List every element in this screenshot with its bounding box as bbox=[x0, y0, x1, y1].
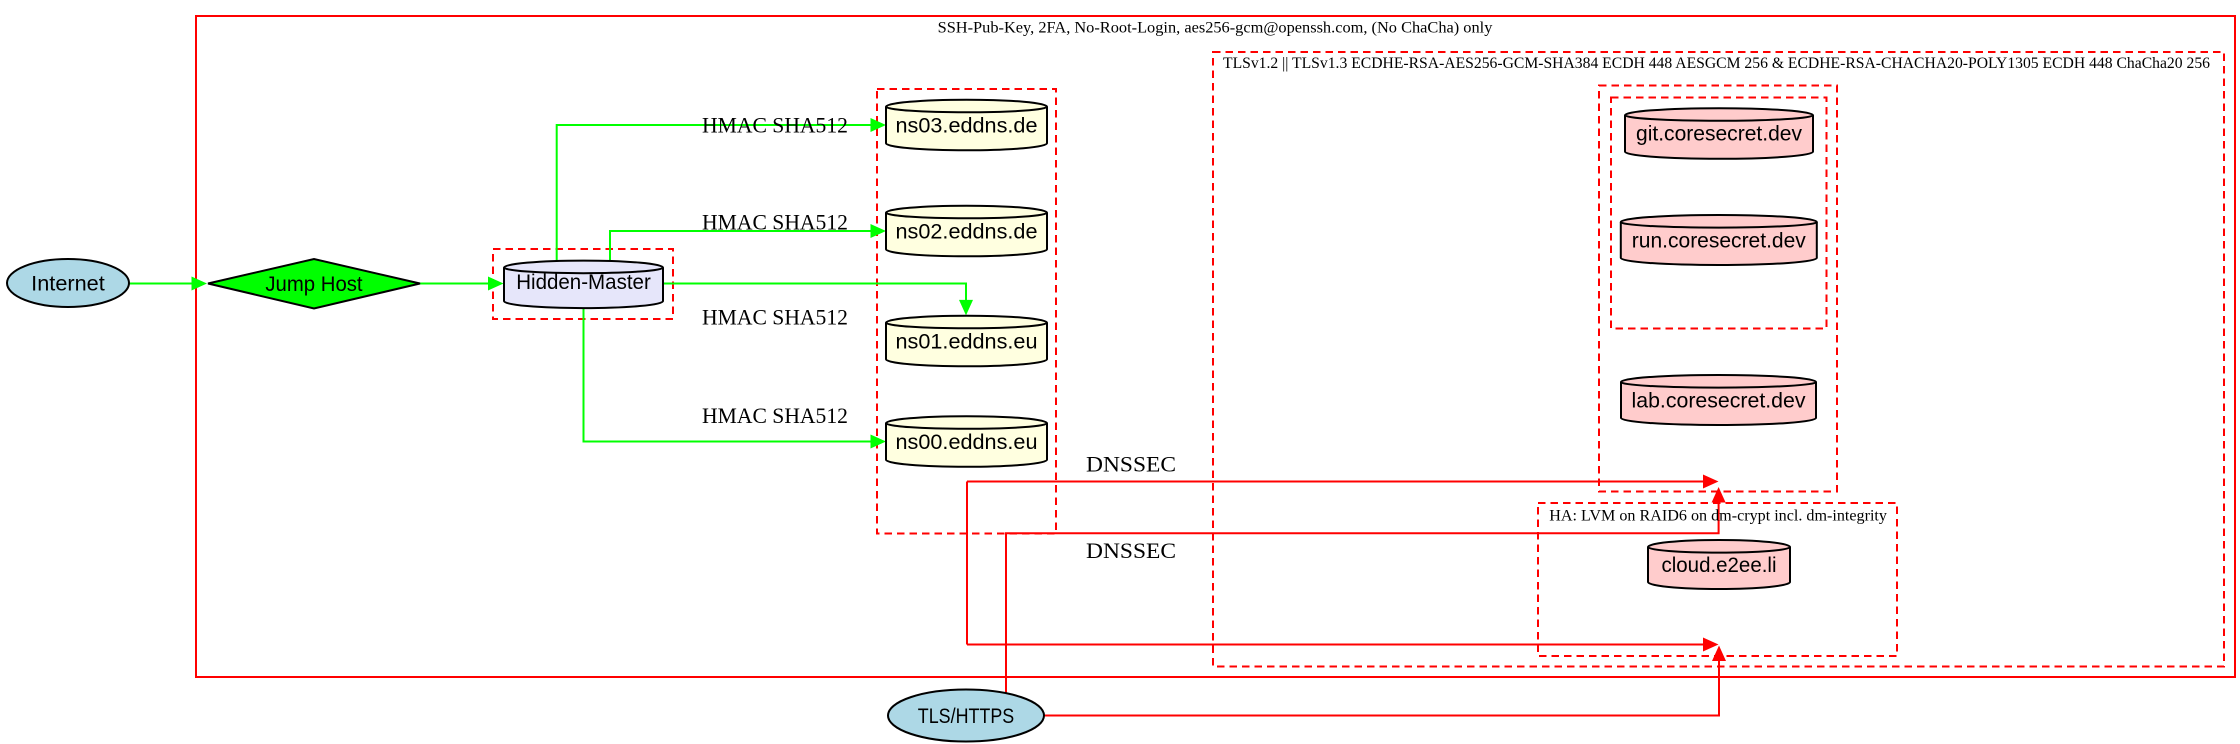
svg-text:HMAC SHA512: HMAC SHA512 bbox=[702, 305, 848, 330]
svg-text:TLS/HTTPS: TLS/HTTPS bbox=[918, 705, 1014, 728]
svg-text:SSH-Pub-Key, 2FA, No-Root-Logi: SSH-Pub-Key, 2FA, No-Root-Login, aes256-… bbox=[938, 20, 1493, 37]
svg-text:DNSSEC: DNSSEC bbox=[1086, 538, 1176, 563]
svg-text:git.coresecret.dev: git.coresecret.dev bbox=[1636, 123, 1802, 146]
svg-text:run.coresecret.dev: run.coresecret.dev bbox=[1632, 230, 1806, 253]
svg-text:HMAC SHA512: HMAC SHA512 bbox=[702, 113, 848, 138]
svg-text:Internet: Internet bbox=[31, 273, 105, 296]
svg-text:ns01.eddns.eu: ns01.eddns.eu bbox=[896, 331, 1038, 354]
svg-text:ns02.eddns.de: ns02.eddns.de bbox=[896, 221, 1038, 244]
svg-text:Hidden-Master: Hidden-Master bbox=[516, 271, 651, 294]
svg-text:HA: LVM on RAID6 on dm-crypt i: HA: LVM on RAID6 on dm-crypt incl. dm-in… bbox=[1549, 508, 1887, 525]
svg-text:Jump Host: Jump Host bbox=[265, 273, 362, 296]
svg-text:HMAC SHA512: HMAC SHA512 bbox=[702, 210, 848, 235]
svg-text:lab.coresecret.dev: lab.coresecret.dev bbox=[1632, 390, 1807, 413]
svg-text:TLSv1.2 || TLSv1.3 ECDHE-RSA-A: TLSv1.2 || TLSv1.3 ECDHE-RSA-AES256-GCM-… bbox=[1223, 55, 2210, 72]
svg-text:cloud.e2ee.li: cloud.e2ee.li bbox=[1662, 554, 1777, 577]
svg-text:ns03.eddns.de: ns03.eddns.de bbox=[896, 115, 1038, 138]
svg-text:ns00.eddns.eu: ns00.eddns.eu bbox=[896, 431, 1038, 454]
svg-text:DNSSEC: DNSSEC bbox=[1086, 451, 1176, 476]
svg-text:HMAC SHA512: HMAC SHA512 bbox=[702, 403, 848, 428]
